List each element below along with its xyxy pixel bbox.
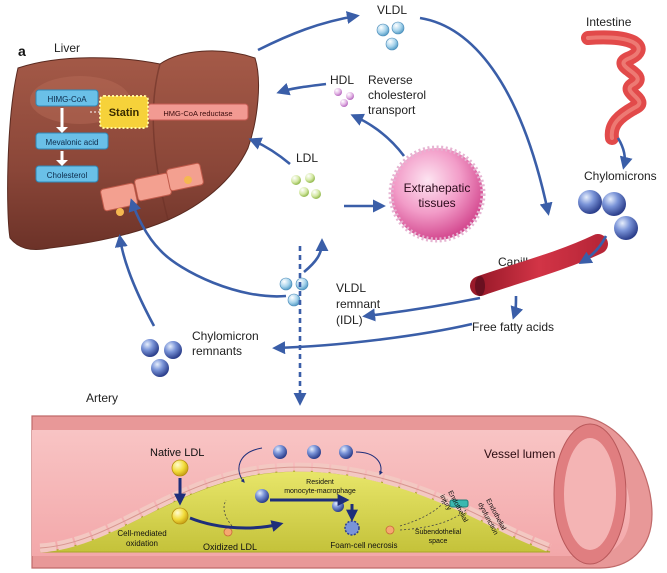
free-fatty-acids-label: Free fatty acids: [472, 320, 554, 334]
extrahepatic-line-2: tissues: [418, 196, 455, 210]
pathway-mevalonic-label: Mevalonic acid: [46, 138, 99, 147]
oxidized-ldl-label: Oxidized LDL: [203, 542, 257, 552]
oxidized-ldl-particle: [171, 507, 189, 525]
arrow-ldl-to-liver: [248, 137, 291, 165]
statin-label: Statin: [109, 107, 140, 119]
arrow-tissue-to-hdl: [350, 113, 406, 157]
artery-title: Artery: [86, 391, 118, 405]
pathway-arrows: [114, 11, 633, 406]
vldl-remnant-line-3: (IDL): [336, 313, 363, 327]
arrow-hdl-to-liver: [276, 82, 327, 96]
vldl-remnant-particles: [279, 277, 309, 307]
pathway-box-cholesterol: [35, 165, 99, 183]
reverse-transport-line-1: Reverse: [368, 73, 413, 87]
arrow-vldl-remnant-to-liver: [128, 198, 287, 298]
artery-dashed-arrows: [223, 499, 467, 531]
extrahepatic-line-1: Extrahepatic: [404, 181, 471, 195]
artery-thin-arrows: [238, 447, 383, 483]
cell-mediated-line-1: Cell-mediated: [117, 529, 166, 538]
chylomicron-remnant-particles: [141, 339, 182, 377]
extrahepatic-tissue-cell: [388, 145, 486, 243]
arrow-vldl-to-capillary: [419, 16, 553, 216]
chylomicron-remnants-line-2: remnants: [192, 344, 242, 358]
chylomicron-remnants-line-1: Chylomicron: [192, 329, 259, 343]
artery-arrows: [189, 494, 358, 532]
arrow-idl-to-ldl: [303, 238, 329, 273]
arrow-liver-to-vldl: [257, 11, 360, 52]
liver-title: Liver: [54, 41, 80, 55]
arrow-chylomicrons-to-capillary: [578, 235, 608, 265]
cell-mediated-line-2: oxidation: [126, 539, 158, 548]
chylomicron-particles: [578, 190, 638, 240]
arrow-oxidized-to-macrophage: [189, 516, 284, 532]
endothelial-injury-marker: [449, 499, 469, 508]
vldl-label: VLDL: [377, 3, 407, 17]
vldl-remnant-line-2: remnant: [336, 297, 381, 311]
arrow-ffa-to-chylomicron-remnants: [272, 322, 473, 355]
foam-cell-label: Foam-cell necrosis: [330, 541, 397, 550]
arrow-chylomicron-remnants-to-liver: [114, 234, 156, 327]
arrow-intestine-to-chylomicrons: [616, 137, 633, 170]
enzyme-label: HMG-CoA reductase: [163, 109, 232, 118]
pathway-box-hmg-coa: [35, 89, 99, 107]
resident-line-2: monocyte-macrophage: [284, 488, 356, 495]
vessel-lumen-label: Vessel lumen: [484, 447, 555, 461]
vldl-remnant-line-1: VLDL: [336, 281, 366, 295]
native-ldl-label: Native LDL: [150, 447, 204, 459]
ldl-label: LDL: [296, 151, 318, 165]
pathway-hmg-coa-label: HIMG-CoA: [47, 95, 87, 104]
statin-box: [99, 95, 149, 129]
capillary-vessel: [470, 234, 608, 296]
vldl-particles: [376, 21, 405, 51]
reverse-transport-line-2: cholesterol: [368, 88, 426, 102]
subendothelial-line-1: Subendothelial: [415, 529, 462, 536]
intestine-label: Intestine: [586, 15, 632, 29]
hdl-particles: [334, 88, 354, 107]
resident-line-1: Resident: [306, 479, 334, 486]
monocyte-cells: [255, 445, 353, 512]
panel-label: a: [18, 43, 26, 59]
pathway-box-mevalonic-acid: [35, 132, 109, 150]
hdl-label: HDL: [330, 73, 354, 87]
foam-cell: [344, 520, 360, 536]
pathway-cholesterol-label: Cholesterol: [47, 171, 88, 180]
chylomicrons-label: Chylomicrons: [584, 169, 657, 183]
capillary-opening: [475, 276, 485, 296]
native-ldl-particle: [171, 459, 189, 477]
liver-receptors: [100, 162, 204, 216]
liver: [7, 50, 259, 251]
ldl-particles: [291, 173, 321, 199]
arrow-capillary-to-ffa: [510, 295, 524, 320]
subendothelial-line-2: space: [429, 538, 448, 545]
reverse-transport-line-3: transport: [368, 103, 416, 117]
arrow-capillary-to-vldl-remnant: [362, 296, 481, 322]
